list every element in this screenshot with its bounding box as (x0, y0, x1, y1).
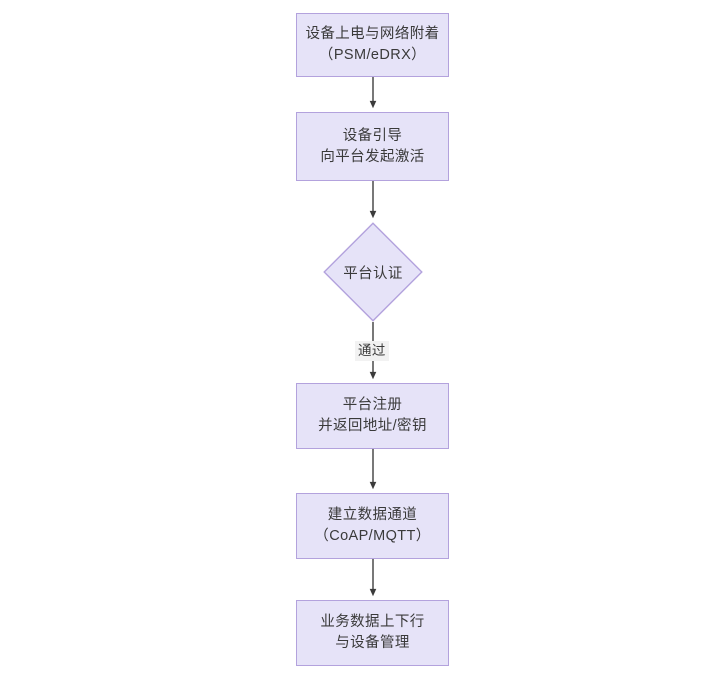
edge-label-pass: 通过 (355, 341, 389, 361)
node-data-channel-line-1: 建立数据通道 (327, 507, 418, 523)
node-bootstrap-line-1: 设备引导 (342, 127, 403, 144)
node-service-data-line-2: 与设备管理 (335, 635, 410, 651)
node-service-data-line-1: 业务数据上下行 (320, 614, 425, 630)
node-platform-register-line-1: 平台注册 (342, 397, 403, 413)
node-platform-register[interactable]: 平台注册 并返回地址/密钥 (296, 383, 449, 449)
node-power-on[interactable]: 设备上电与网络附着 （PSM/eDRX） (296, 13, 449, 77)
node-power-on-line-2: （PSM/eDRX） (318, 47, 427, 63)
diamond-shape (323, 222, 423, 322)
node-bootstrap-line-2: 向平台发起激活 (320, 148, 425, 165)
node-data-channel-line-2: （CoAP/MQTT） (314, 528, 431, 544)
node-power-on-line-1: 设备上电与网络附着 (305, 26, 440, 42)
node-service-data[interactable]: 业务数据上下行 与设备管理 (296, 600, 449, 666)
node-platform-register-line-2: 并返回地址/密钥 (318, 418, 427, 434)
node-platform-auth[interactable]: 平台认证 (323, 222, 423, 322)
node-platform-auth-label: 平台认证 (343, 265, 403, 282)
node-data-channel[interactable]: 建立数据通道 （CoAP/MQTT） (296, 493, 449, 559)
node-bootstrap[interactable]: 设备引导 向平台发起激活 (296, 112, 449, 181)
